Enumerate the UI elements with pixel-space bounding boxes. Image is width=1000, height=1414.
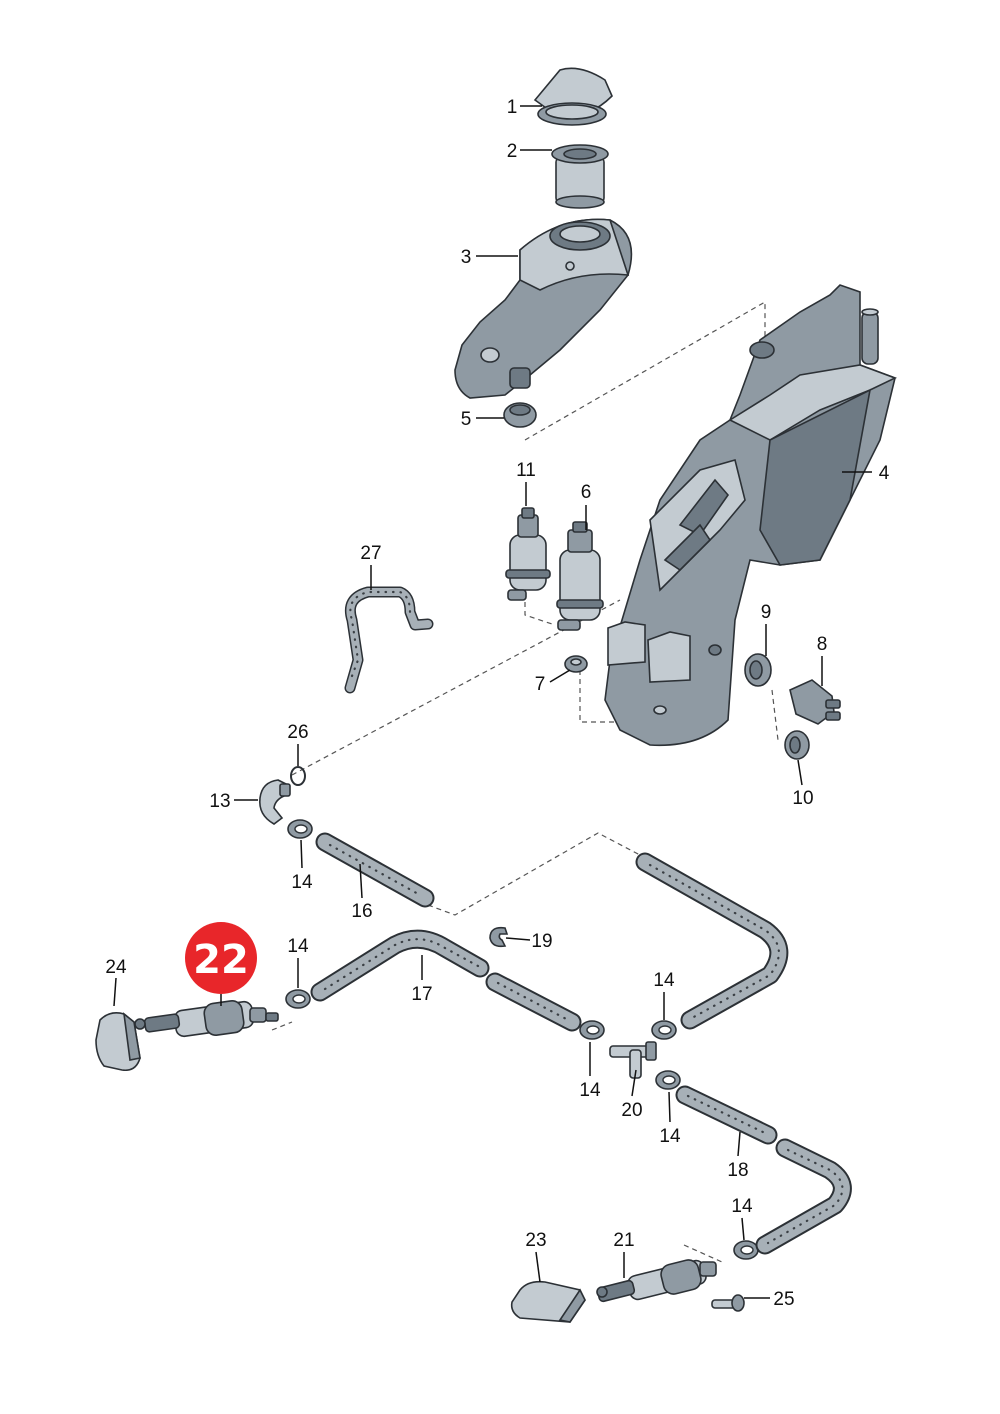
callout-27[interactable]: 27 — [360, 543, 381, 564]
part-26-o-ring — [290, 766, 306, 786]
callout-14-d[interactable]: 14 — [579, 1080, 601, 1101]
callout-19[interactable]: 19 — [531, 931, 552, 952]
part-16-hose — [315, 832, 435, 908]
part-upper-right-hose — [635, 852, 789, 1030]
callout-13[interactable]: 13 — [209, 791, 230, 812]
callout-6[interactable]: 6 — [581, 482, 592, 503]
callout-20[interactable]: 20 — [621, 1100, 642, 1121]
callout-5[interactable]: 5 — [461, 409, 472, 430]
callout-17[interactable]: 17 — [411, 984, 432, 1005]
callout-16[interactable]: 16 — [351, 901, 372, 922]
part-20-t-connector — [609, 1041, 657, 1079]
callout-2[interactable]: 2 — [507, 141, 518, 162]
part-1-filler-cap — [533, 67, 613, 126]
part-21-washer-jet — [596, 1259, 717, 1303]
part-7-seal — [564, 655, 588, 673]
callout-14-b[interactable]: 14 — [287, 936, 309, 957]
part-6-washer-pump — [556, 521, 604, 631]
callout-14-c[interactable]: 14 — [653, 970, 675, 991]
callout-9[interactable]: 9 — [761, 602, 772, 623]
leader-lines — [113, 105, 872, 1299]
badge-label: 22 — [193, 937, 249, 983]
callout-11[interactable]: 11 — [516, 460, 536, 481]
part-14-hose-clamp — [285, 819, 759, 1260]
part-17-hose — [310, 929, 582, 1032]
part-9-grommet — [744, 653, 772, 687]
part-10-grommet — [784, 730, 810, 760]
part-13-elbow-connector — [258, 779, 291, 825]
callouts: 1 2 3 4 5 6 7 8 9 10 11 13 14 14 14 14 1… — [105, 97, 889, 1310]
part-18-hose — [675, 1085, 852, 1255]
callout-1[interactable]: 1 — [507, 97, 518, 118]
highlight-badge-22[interactable]: 22 — [185, 922, 257, 994]
callout-10[interactable]: 10 — [792, 788, 813, 809]
callout-14-a[interactable]: 14 — [291, 872, 313, 893]
part-2-strainer — [551, 144, 609, 209]
part-19-clip — [489, 926, 509, 948]
callout-18[interactable]: 18 — [727, 1160, 748, 1181]
part-22-washer-jet — [134, 1000, 279, 1038]
part-11-washer-pump — [505, 507, 551, 601]
part-3-filler-neck — [454, 218, 633, 399]
part-25-screw — [711, 1294, 745, 1312]
callout-26[interactable]: 26 — [287, 722, 308, 743]
callout-14-f[interactable]: 14 — [731, 1196, 753, 1217]
badge-circle — [185, 922, 257, 994]
part-27-small-hose — [344, 586, 434, 694]
part-24-cover-cap — [95, 1012, 141, 1072]
callout-23[interactable]: 23 — [525, 1230, 546, 1251]
part-5-grommet — [503, 402, 537, 428]
callout-4[interactable]: 4 — [879, 463, 890, 484]
part-23-cover-cap — [510, 1280, 586, 1323]
callout-8[interactable]: 8 — [817, 634, 828, 655]
callout-3[interactable]: 3 — [461, 247, 472, 268]
callout-7[interactable]: 7 — [535, 674, 546, 695]
callout-24[interactable]: 24 — [105, 957, 127, 978]
callout-21[interactable]: 21 — [613, 1230, 634, 1251]
part-4-washer-reservoir — [604, 284, 898, 747]
callout-25[interactable]: 25 — [773, 1289, 794, 1310]
part-8-level-sensor — [789, 679, 841, 725]
callout-14-e[interactable]: 14 — [659, 1126, 681, 1147]
